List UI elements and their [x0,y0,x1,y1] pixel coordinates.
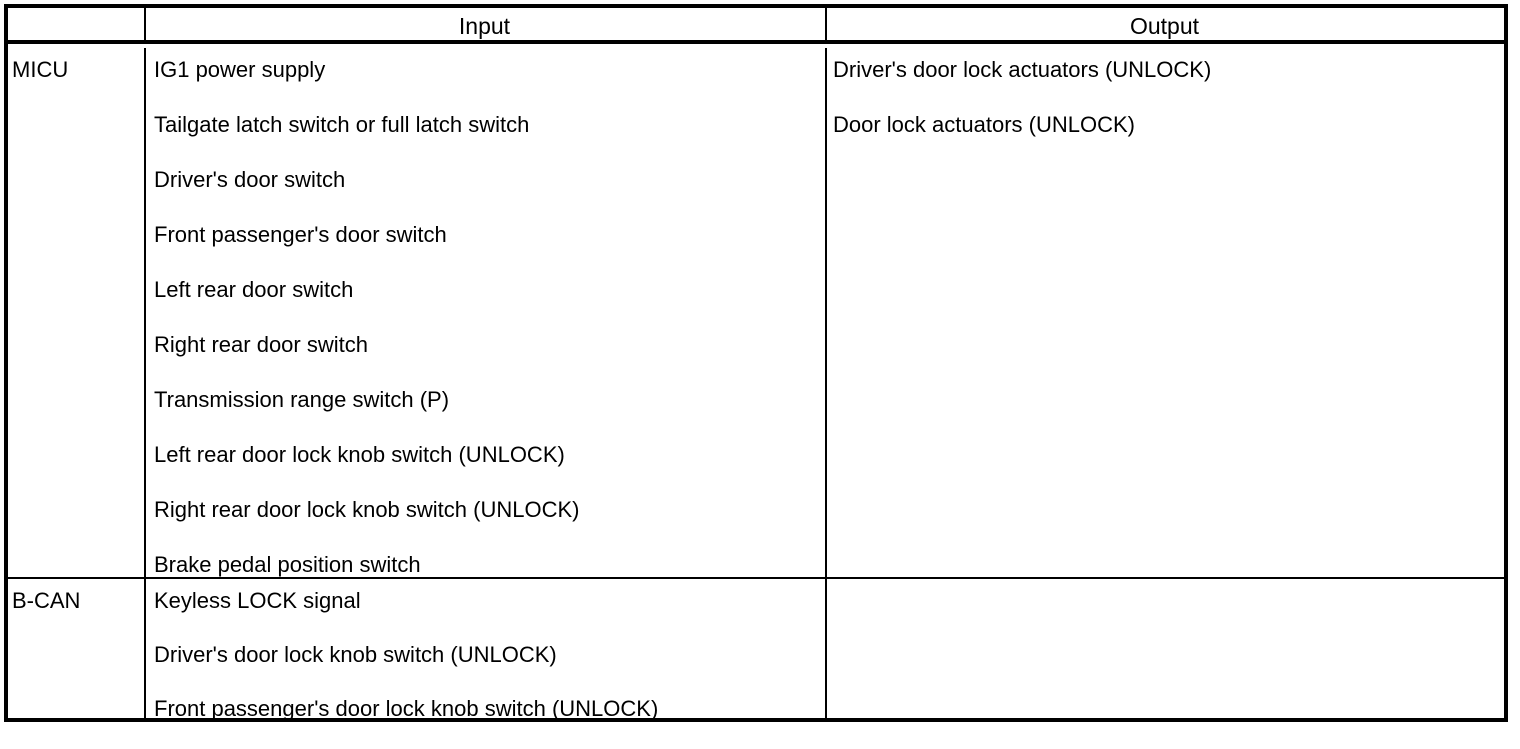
table-row-group-micu: MICU IG1 power supply Tailgate latch swi… [8,48,1504,577]
list-item: Keyless LOCK signal [154,588,361,613]
module-cell-micu: MICU [8,48,144,577]
header-divider-2 [825,8,827,44]
output-cell-micu: Driver's door lock actuators (UNLOCK) Do… [825,48,1504,577]
column-header-output: Output [1129,13,1200,39]
module-label: B-CAN [12,588,81,613]
column-divider-module-input [144,48,146,718]
module-cell-bcan: B-CAN [8,579,144,718]
list-item: Driver's door switch [154,167,346,192]
list-item: Left rear door switch [154,277,354,302]
group-divider-micu-bcan [8,577,1504,579]
list-item: Front passenger's door lock knob switch … [154,696,659,721]
list-item: Driver's door lock actuators (UNLOCK) [833,57,1212,82]
list-item: Door lock actuators (UNLOCK) [833,112,1135,137]
column-header-input: Input [458,13,511,39]
list-item: Brake pedal position switch [154,552,421,577]
table-body: MICU IG1 power supply Tailgate latch swi… [8,48,1504,721]
output-list-micu: Driver's door lock actuators (UNLOCK) Do… [833,56,1504,166]
list-item: Driver's door lock knob switch (UNLOCK) [154,642,557,667]
output-cell-bcan [825,579,1504,718]
module-label: MICU [12,57,69,82]
header-divider-1 [144,8,146,44]
input-cell-bcan: Keyless LOCK signal Driver's door lock k… [144,579,825,721]
list-item: Left rear door lock knob switch (UNLOCK) [154,442,565,467]
column-header-module [8,8,144,44]
list-item: Transmission range switch (P) [154,387,450,412]
page-canvas: Input Output MICU IG1 power supply Tailg… [4,4,1508,722]
table-row-group-bcan: B-CAN Keyless LOCK signal Driver's door … [8,579,1504,721]
list-item: Right rear door lock knob switch (UNLOCK… [154,497,580,522]
list-item: Front passenger's door switch [154,222,447,247]
list-item: IG1 power supply [154,57,326,82]
input-cell-micu: IG1 power supply Tailgate latch switch o… [144,48,825,577]
input-list-micu: IG1 power supply Tailgate latch switch o… [154,56,825,606]
table-header-row: Input Output [8,8,1504,44]
input-output-table: Input Output MICU IG1 power supply Tailg… [4,4,1508,722]
list-item: Right rear door switch [154,332,368,357]
list-item: Tailgate latch switch or full latch swit… [154,112,530,137]
input-list-bcan: Keyless LOCK signal Driver's door lock k… [154,587,825,749]
column-divider-input-output [825,48,827,718]
